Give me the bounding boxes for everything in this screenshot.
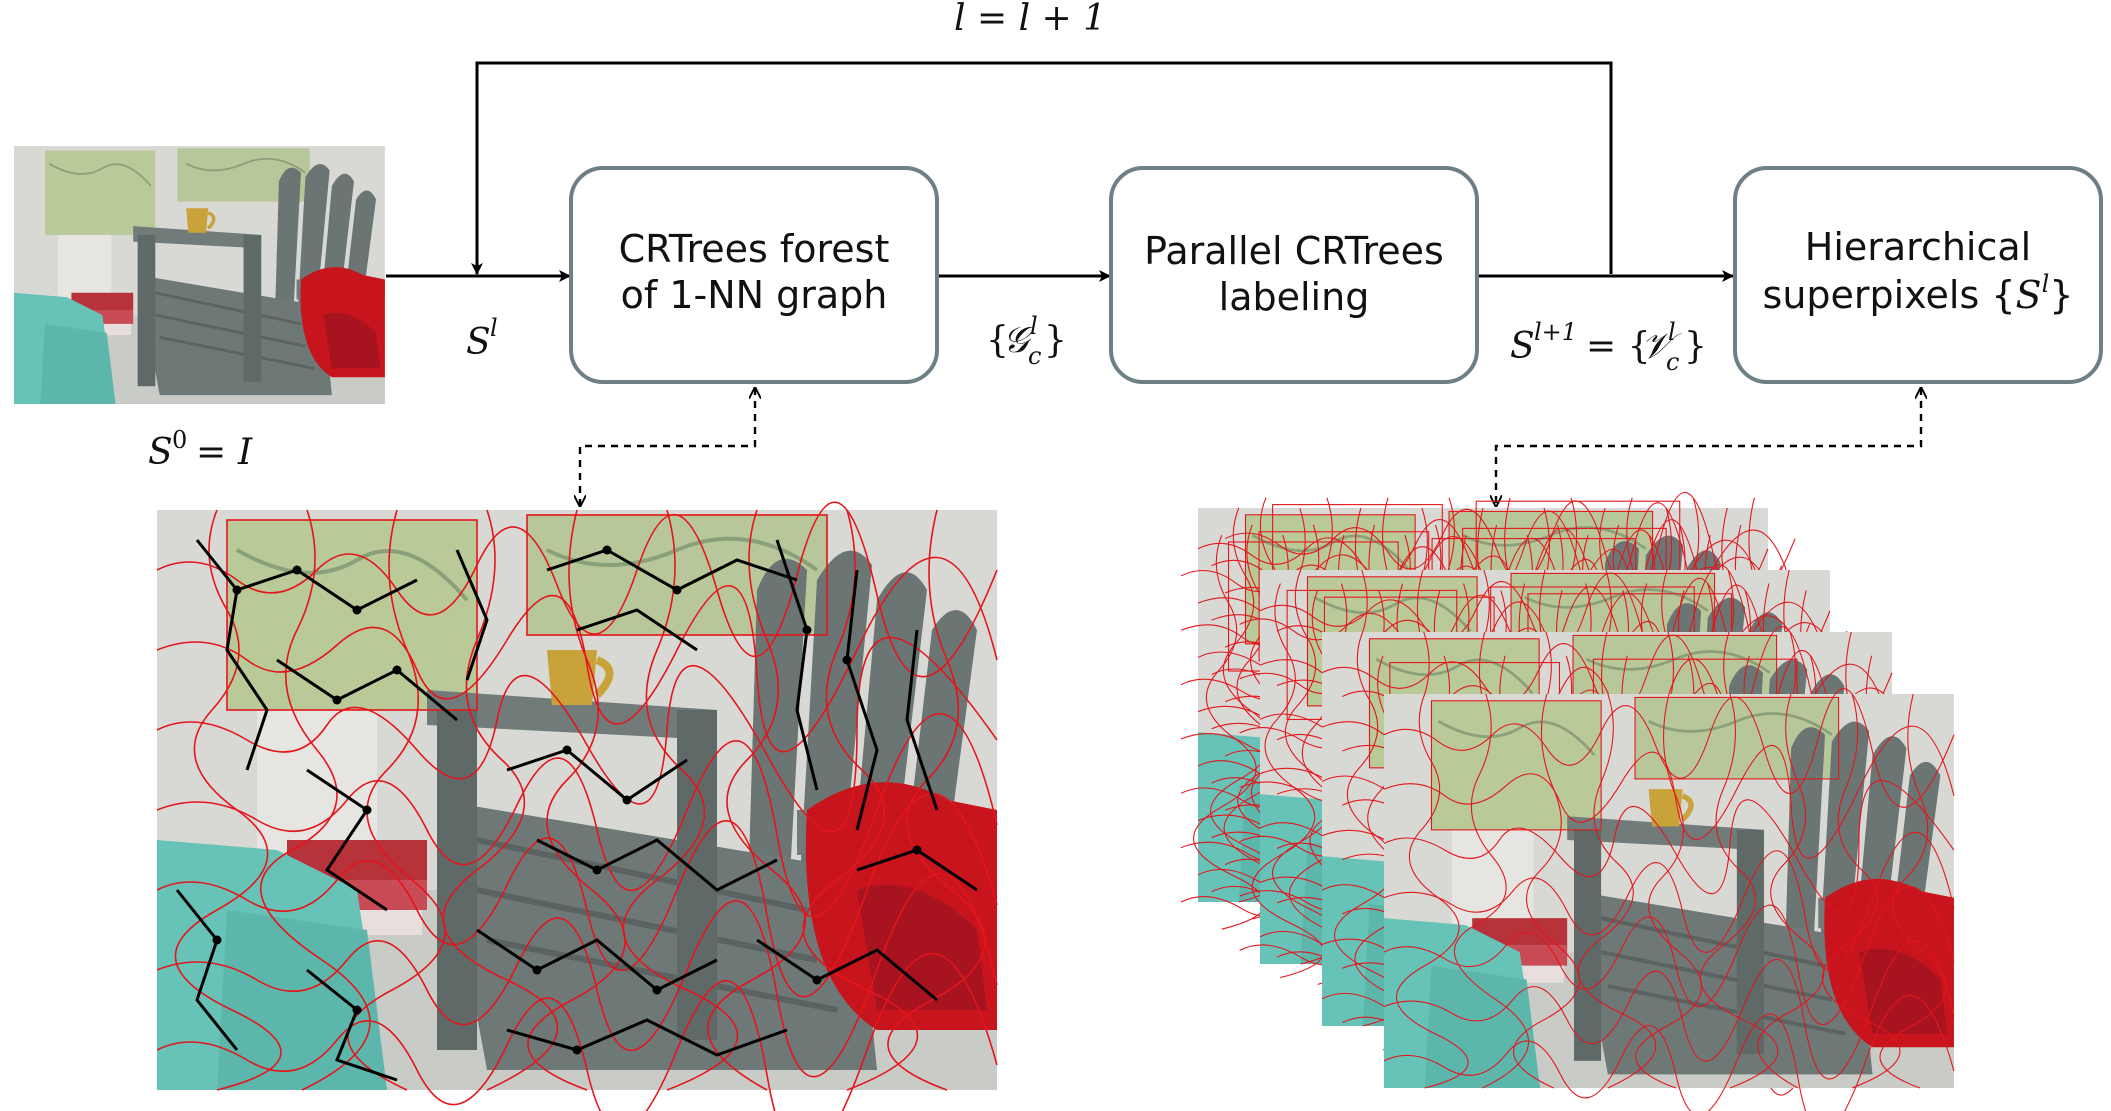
input-photo: [12, 144, 387, 406]
label-s-l: S l: [466, 314, 498, 363]
svg-text:}: }: [1044, 320, 1067, 361]
feedback-label: l = l + 1: [954, 0, 1106, 39]
svg-text:l: l: [1030, 312, 1038, 340]
svg-text:{: {: [986, 320, 1009, 361]
svg-text:l: l: [490, 314, 498, 342]
svg-text:l+1: l+1: [1534, 318, 1577, 346]
box-parallel-labeling: Parallel CRTrees labeling: [1109, 166, 1479, 384]
svg-text:l: l: [1668, 318, 1676, 346]
input-label: S 0 = I: [148, 426, 253, 473]
graph-edges: [175, 539, 978, 1082]
svg-text:c: c: [1028, 342, 1041, 370]
box-output-line2: superpixels {Sl}: [1763, 270, 2074, 317]
dashed-link-output: [1496, 388, 1921, 506]
box-forest-line2: of 1-NN graph: [621, 273, 888, 317]
box-hierarchical-superpixels: Hierarchical superpixels {Sl}: [1733, 166, 2103, 384]
label-s-next: S l+1 = { 𝒱 l c }: [1510, 318, 1707, 376]
label-g-c: { 𝒢 l c }: [986, 312, 1067, 370]
svg-text:S: S: [1510, 326, 1535, 367]
box-forest-line1: CRTrees forest: [619, 227, 890, 271]
superpixel-stack: [1180, 491, 1954, 1111]
svg-text:S: S: [466, 322, 491, 363]
dashed-link-forest: [580, 388, 755, 506]
svg-text:c: c: [1666, 348, 1679, 376]
svg-text:=: =: [196, 432, 226, 473]
svg-text:0: 0: [172, 426, 187, 454]
graph-overlay-image: [157, 501, 997, 1111]
svg-text:S: S: [148, 432, 173, 473]
box-labeling-line2: labeling: [1219, 275, 1370, 319]
svg-text:= {: = {: [1586, 326, 1651, 367]
box-labeling-line1: Parallel CRTrees: [1144, 229, 1444, 273]
superpixel-layer-4: [1384, 688, 1954, 1111]
box-output-line1: Hierarchical: [1805, 225, 2031, 269]
svg-text:I: I: [237, 432, 253, 473]
feedback-loop-edge: [471, 61, 1613, 275]
box-crtrees-forest: CRTrees forest of 1-NN graph: [569, 166, 939, 384]
svg-text:}: }: [1684, 326, 1707, 367]
